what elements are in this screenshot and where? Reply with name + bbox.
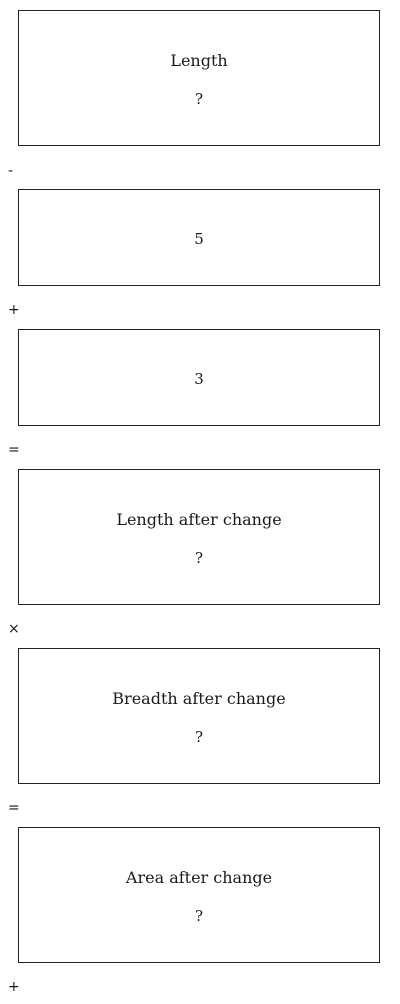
plus-operator-2: +: [8, 979, 20, 995]
area-after-change-label: Area after change: [125, 868, 273, 887]
area-after-change-box: Area after change ?: [18, 827, 380, 963]
length-label: Length: [170, 51, 228, 70]
length-box: Length ?: [18, 10, 380, 146]
breadth-after-change-label: Breadth after change: [112, 689, 286, 708]
length-after-change-value: ?: [194, 549, 204, 567]
minus-operator: -: [8, 163, 14, 179]
breadth-after-change-value: ?: [194, 728, 204, 746]
plus-operator: +: [8, 302, 20, 318]
multiply-operator: ×: [8, 621, 20, 637]
increase-amount-box: 3: [18, 329, 380, 426]
length-after-change-box: Length after change ?: [18, 469, 380, 605]
area-after-change-value: ?: [194, 907, 204, 925]
length-after-change-label: Length after change: [116, 510, 282, 529]
increase-amount-value: 3: [194, 370, 204, 388]
equals-operator: =: [8, 442, 20, 458]
length-value: ?: [194, 90, 204, 108]
breadth-after-change-box: Breadth after change ?: [18, 648, 380, 784]
equals-operator-2: =: [8, 800, 20, 816]
decrease-amount-value: 5: [194, 230, 204, 248]
decrease-amount-box: 5: [18, 189, 380, 286]
